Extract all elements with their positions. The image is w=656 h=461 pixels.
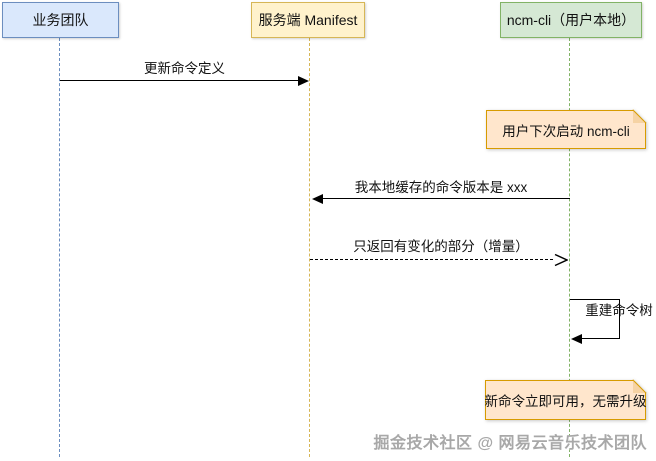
note-label-immediately-available: 新命令立即可用，无需升级	[484, 394, 647, 409]
arrowhead-right-icon	[298, 76, 309, 86]
watermark-text: 掘金技术社区 @ 网易云音乐技术团队	[373, 435, 647, 452]
note-body: 新命令立即可用，无需升级	[485, 380, 646, 420]
actor-box-business-team: 业务团队	[2, 2, 119, 38]
lifeline-server-manifest	[309, 38, 310, 457]
message-label-return-delta: 只返回有变化的部分（增量）	[353, 239, 529, 254]
actor-box-ncm-cli: ncm-cli（用户本地）	[500, 2, 642, 38]
message-line-update-command	[60, 80, 298, 81]
arrowhead-left-icon	[571, 334, 582, 344]
message-line-cached-version	[322, 198, 570, 199]
actor-label-business-team: 业务团队	[32, 12, 89, 28]
arrowhead-left-icon	[312, 194, 323, 204]
self-message-line-top	[570, 299, 620, 300]
actor-box-server-manifest: 服务端 Manifest	[251, 2, 365, 38]
message-label-cached-version: 我本地缓存的命令版本是 xxx	[354, 180, 528, 195]
note-immediately-available: 新命令立即可用，无需升级	[485, 380, 646, 420]
actor-label-ncm-cli: ncm-cli（用户本地）	[506, 12, 636, 28]
self-message-line-bottom	[582, 338, 620, 339]
actor-label-server-manifest: 服务端 Manifest	[258, 12, 358, 28]
arrowhead-open-right-icon	[554, 253, 568, 267]
note-fold-corner-icon	[633, 380, 646, 393]
message-label-update-command: 更新命令定义	[144, 61, 225, 76]
lifeline-business-team	[59, 38, 60, 457]
note-next-launch: 用户下次启动 ncm-cli	[486, 110, 646, 149]
note-body: 用户下次启动 ncm-cli	[486, 110, 646, 149]
self-message-line-vertical	[619, 299, 620, 339]
lifeline-ncm-cli	[569, 38, 570, 457]
note-fold-corner-icon	[633, 110, 646, 123]
message-label-rebuild-tree: 重建命令树	[585, 303, 653, 318]
note-label-next-launch: 用户下次启动 ncm-cli	[502, 123, 630, 139]
message-line-return-delta	[310, 259, 553, 260]
